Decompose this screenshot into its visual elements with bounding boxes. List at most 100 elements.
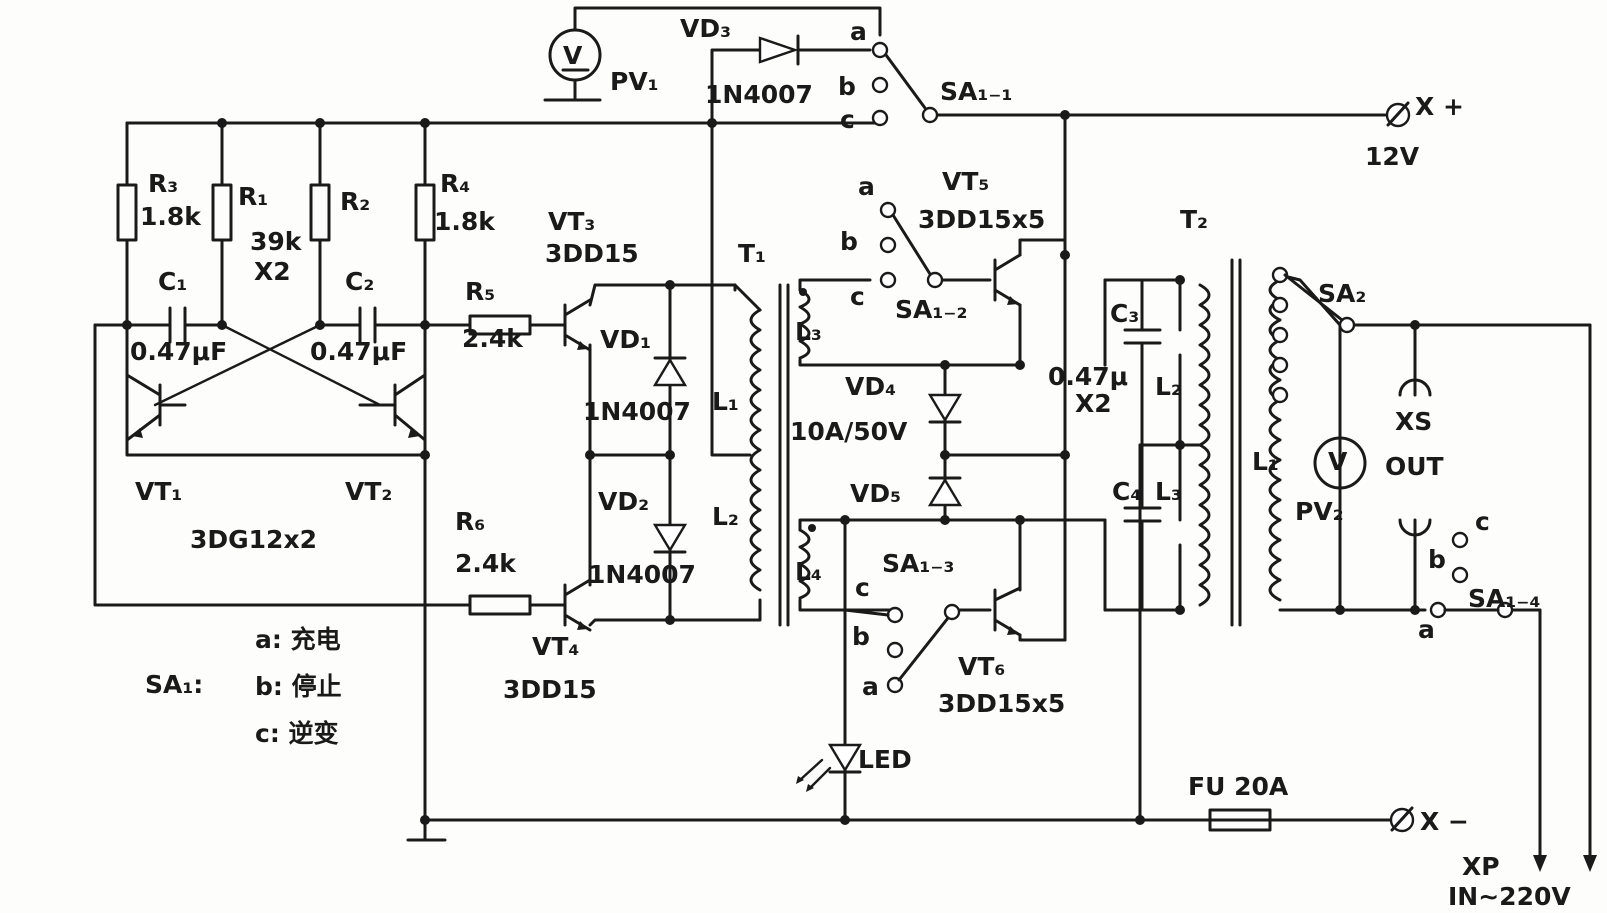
transistor-vt1 <box>125 373 187 442</box>
label-pv1: PV₁ <box>610 67 659 96</box>
label-vd3-type: 1N4007 <box>705 80 813 109</box>
label-vt3-type: 3DD15 <box>545 239 639 268</box>
label-r1: R₁ <box>238 182 268 211</box>
label-c2-val: 0.47μF <box>310 337 407 366</box>
switch-sa1-2 <box>879 201 944 289</box>
label-t2-l1: L₁ <box>1252 447 1279 476</box>
label-out: OUT <box>1385 452 1444 481</box>
fuse-fu <box>1208 808 1272 832</box>
label-vt6: VT₆ <box>958 652 1005 681</box>
label-vd1: VD₁ <box>600 325 651 354</box>
label-sa1-4: SA₁₋₄ <box>1468 584 1540 613</box>
label-fu: FU 20A <box>1188 772 1289 801</box>
label-x-minus: X − <box>1420 807 1469 836</box>
transistors <box>125 253 1022 637</box>
label-vd4-type: 10A/50V <box>790 417 908 446</box>
label-x-plus: X + <box>1415 92 1464 121</box>
svg-text:b: b <box>852 622 870 651</box>
label-sa1-2: SA₁₋₂ <box>895 295 967 324</box>
transistor-vt6 <box>993 586 1022 637</box>
transformers <box>749 258 1289 627</box>
svg-text:c: c <box>1475 507 1490 536</box>
label-led: LED <box>858 745 912 774</box>
diode-vd1 <box>652 356 688 387</box>
label-c4: C₄ <box>1112 477 1141 506</box>
svg-text:b: b <box>838 72 856 101</box>
label-c34-x2: X2 <box>1075 389 1112 418</box>
diode-vd3 <box>758 34 800 66</box>
label-c1: C₁ <box>158 267 187 296</box>
resistor-r1 <box>211 183 233 242</box>
label-c2: C₂ <box>345 267 374 296</box>
transformer-t2 <box>1198 258 1289 627</box>
transistor-vt2 <box>358 373 427 442</box>
legend-c: c: 逆变 <box>255 719 339 748</box>
svg-text:a: a <box>862 672 879 701</box>
label-12v: 12V <box>1365 142 1420 171</box>
label-vt2: VT₂ <box>345 477 392 506</box>
transistor-vt4 <box>563 578 592 632</box>
resistor-r5 <box>468 314 532 336</box>
label-t1-l1: L₁ <box>712 387 739 416</box>
label-c1-val: 0.47μF <box>130 337 227 366</box>
switch-sa1-1 <box>871 41 939 127</box>
diode-vd4 <box>927 393 963 424</box>
label-vd2: VD₂ <box>598 487 649 516</box>
label-sa1-1: SA₁₋₁ <box>940 77 1012 106</box>
label-t1-l3: L₃ <box>795 317 822 346</box>
junction-dots <box>122 110 1420 825</box>
label-vt5-type: 3DD15x5 <box>918 205 1045 234</box>
label-r3: R₃ <box>148 169 178 198</box>
label-r4: R₄ <box>440 169 470 198</box>
label-xs: XS <box>1395 407 1432 436</box>
label-t1-l2: L₂ <box>712 502 739 531</box>
label-r6: R₆ <box>455 507 485 536</box>
label-vt4-type: 3DD15 <box>503 675 597 704</box>
transistor-vt3 <box>563 298 592 352</box>
label-r1-val: 39k <box>250 227 303 256</box>
legend-b: b: 停止 <box>255 672 342 701</box>
diode-vd2 <box>652 523 688 554</box>
label-vt5: VT₅ <box>942 167 989 196</box>
transformer-t1 <box>749 283 816 627</box>
diodes <box>652 34 963 792</box>
transistor-vt5 <box>993 253 1022 307</box>
label-t1: T₁ <box>738 239 766 268</box>
switch-sa2 <box>1283 273 1356 334</box>
label-xp: XP <box>1462 852 1500 881</box>
svg-text:V: V <box>1328 447 1348 476</box>
label-c3: C₃ <box>1110 299 1139 328</box>
label-vt4: VT₄ <box>532 632 579 661</box>
voltmeter-pv2 <box>1313 436 1367 490</box>
svg-text:c: c <box>855 573 870 602</box>
svg-text:a: a <box>850 17 867 46</box>
label-t1-l4: L₄ <box>795 557 822 586</box>
label-vd3: VD₃ <box>680 14 731 43</box>
label-r3-val: 1.8k <box>140 202 202 231</box>
label-vt12-type: 3DG12x2 <box>190 525 317 554</box>
label-vd1-type: 1N4007 <box>583 397 691 426</box>
label-pv2: PV₂ <box>1295 497 1344 526</box>
label-t2-l3: L₃ <box>1155 477 1182 506</box>
label-r2: R₂ <box>340 187 370 216</box>
label-r6-val: 2.4k <box>455 549 517 578</box>
legend-title: SA₁: <box>145 670 203 699</box>
label-vt1: VT₁ <box>135 477 182 506</box>
label-vd2-type: 1N4007 <box>588 560 696 589</box>
resistor-r3 <box>116 183 138 242</box>
switch-legend: SA₁: a: 充电 b: 停止 c: 逆变 <box>145 625 342 748</box>
svg-text:a: a <box>1418 615 1435 644</box>
svg-text:c: c <box>850 282 865 311</box>
resistor-r2 <box>309 183 331 242</box>
label-t2: T₂ <box>1180 205 1208 234</box>
label-vt3: VT₃ <box>548 207 595 236</box>
outlet-xs <box>1398 378 1432 397</box>
label-sa1-3: SA₁₋₃ <box>882 549 954 578</box>
legend-a: a: 充电 <box>255 625 341 654</box>
switch-sa1-4 <box>1429 531 1514 619</box>
label-sa2: SA₂ <box>1318 279 1366 308</box>
label-r5: R₅ <box>465 277 495 306</box>
switches <box>843 41 1514 694</box>
